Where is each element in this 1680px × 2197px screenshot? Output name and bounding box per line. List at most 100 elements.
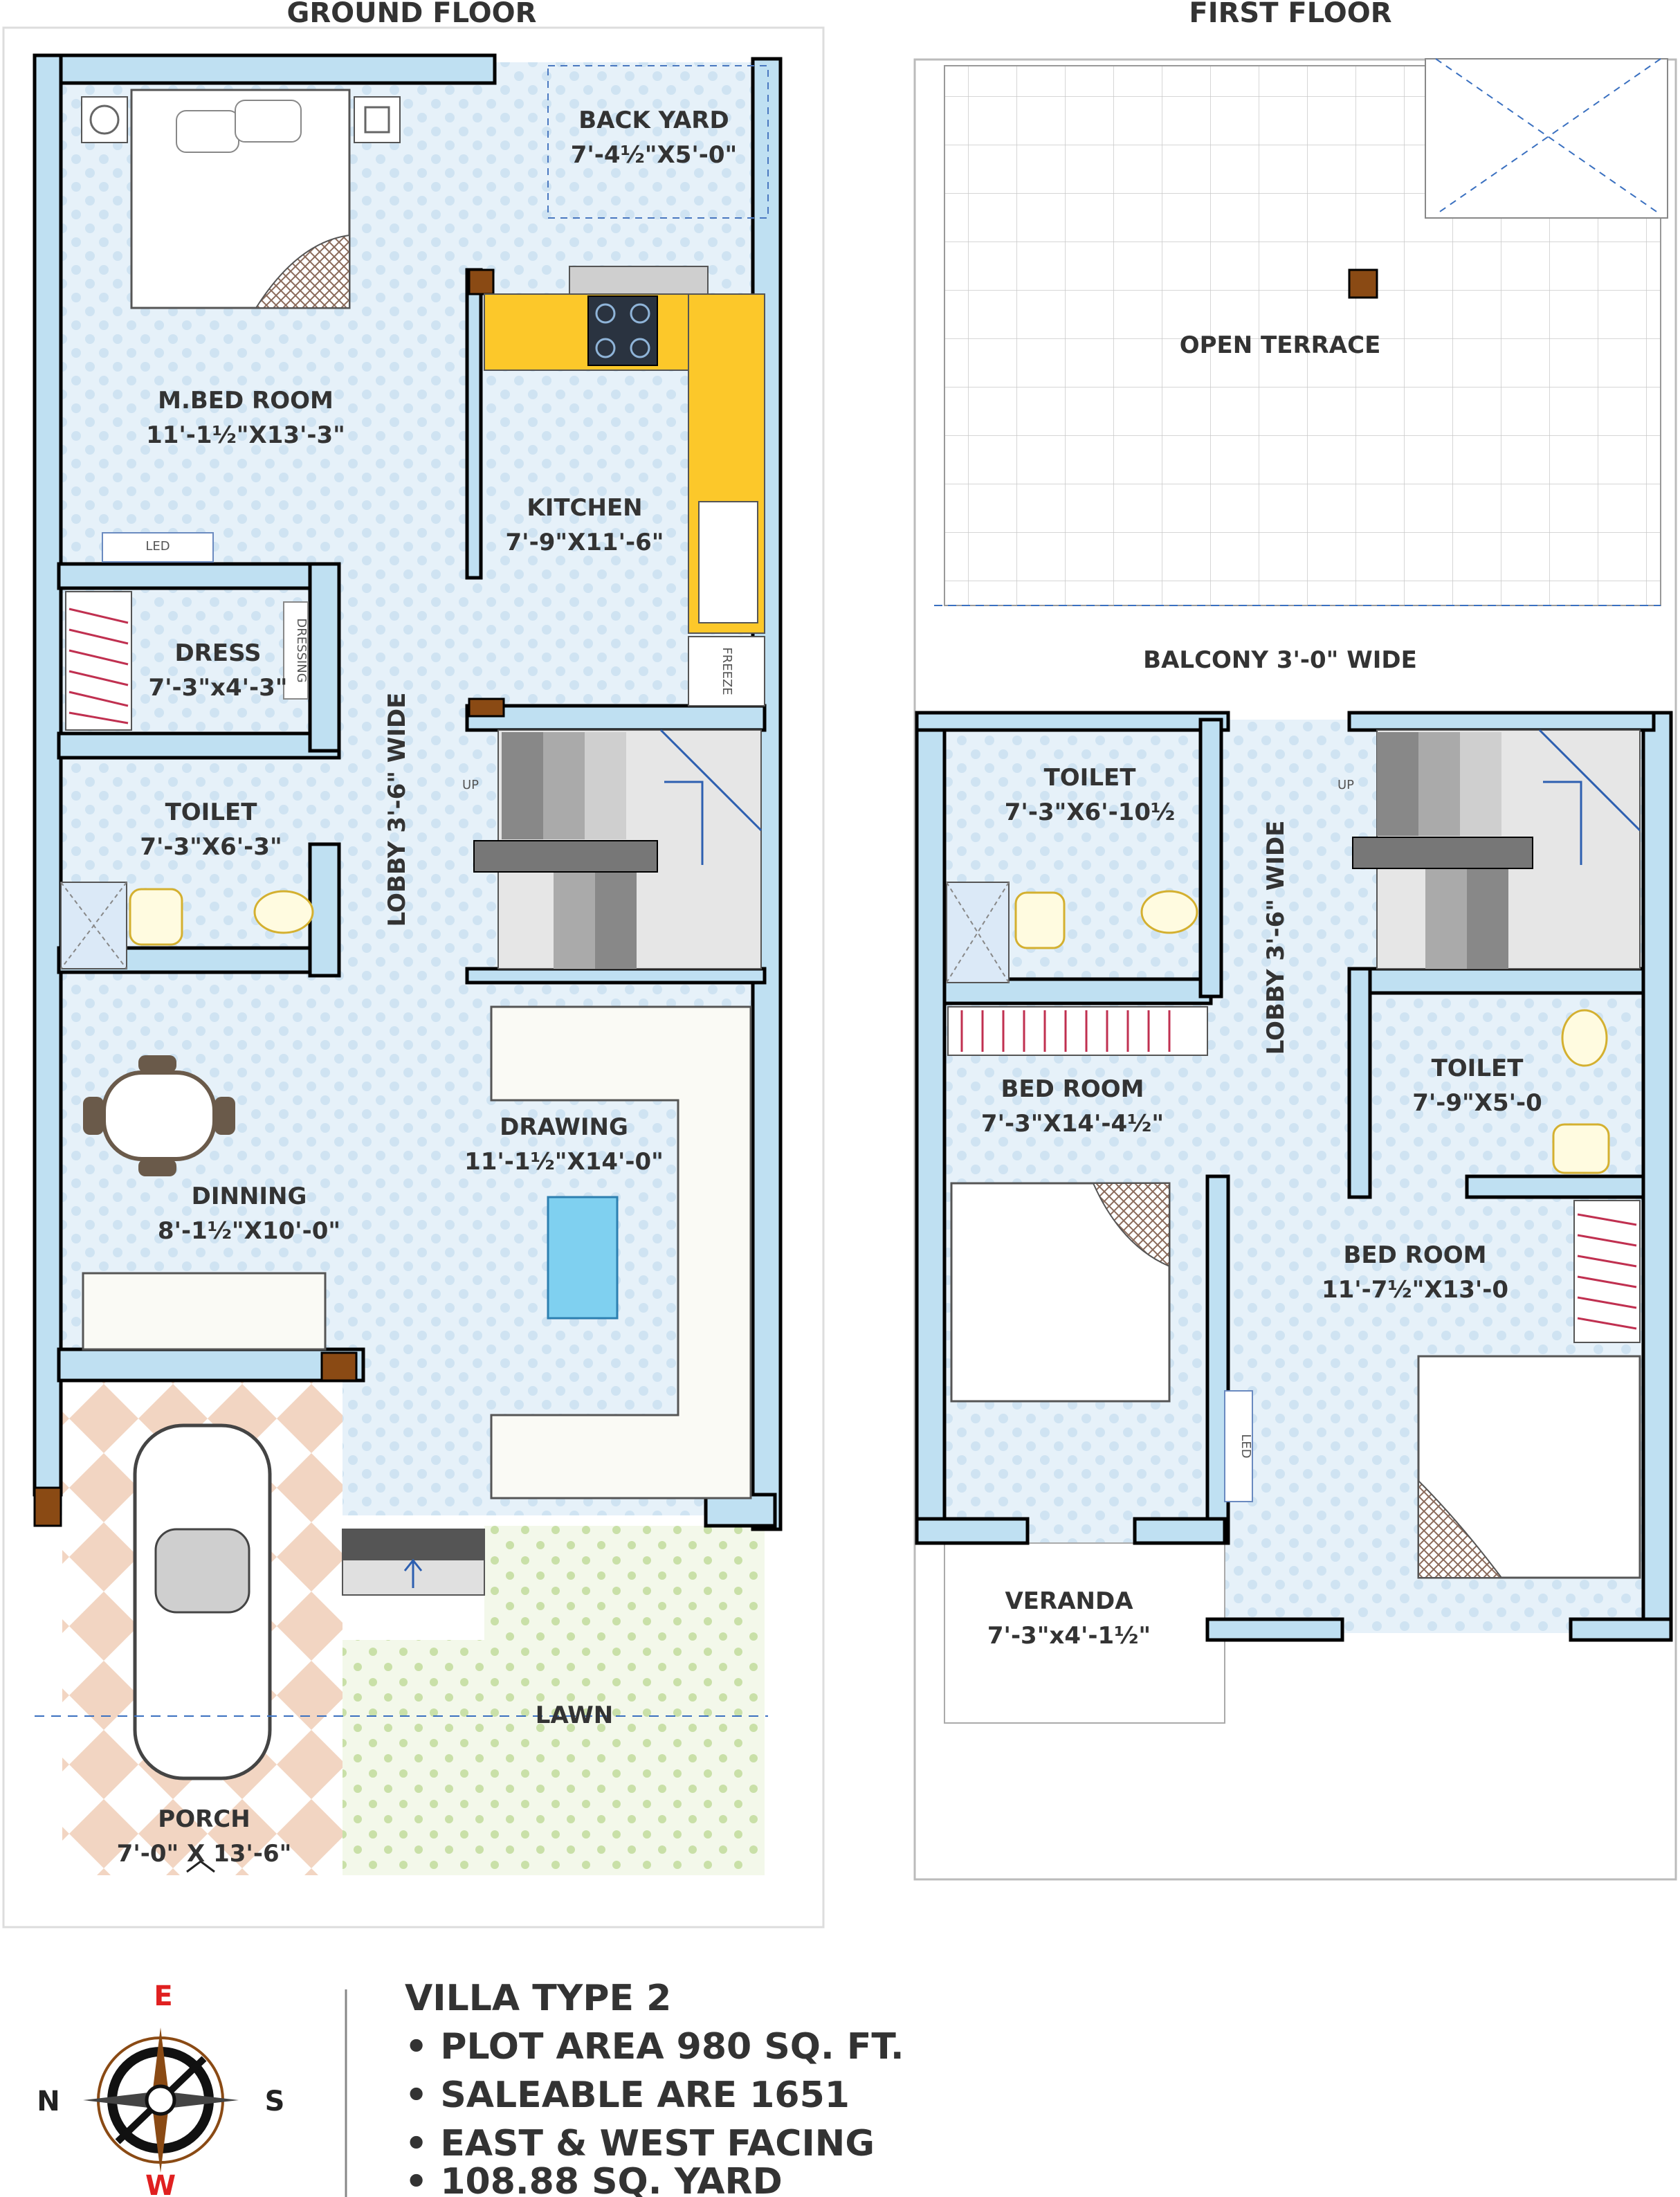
dressing-label: DRESSING <box>294 618 309 682</box>
stair-step <box>543 732 585 839</box>
info-line: • SALEABLE ARE 1651 <box>405 2075 850 2116</box>
mbed-room-size: 11'-1½"X13'-3" <box>146 421 345 449</box>
car-roof-icon <box>154 1528 250 1614</box>
ground-floor: LED FREEZE DRESSING UP <box>33 53 783 1875</box>
kitchen-name: KITCHEN <box>527 494 642 522</box>
stair-arrow-icon <box>659 729 763 865</box>
stair-step <box>1377 732 1418 836</box>
ff-wall-bottom-mid <box>1133 1517 1227 1545</box>
wall-dress-right <box>308 562 341 753</box>
bed-sheet-fold <box>1418 1479 1504 1578</box>
washbasin-icon <box>1552 1123 1610 1174</box>
led-label: LED <box>145 539 170 554</box>
ff-stair-arrow-icon <box>1538 729 1641 865</box>
wall-dress-bottom <box>57 731 341 760</box>
ground-floor-title: GROUND FLOOR <box>287 0 537 29</box>
first-floor-title: FIRST FLOOR <box>1189 0 1391 29</box>
ff-up-label: UP <box>1337 778 1354 792</box>
hangers-icon <box>1577 1213 1637 1330</box>
wall-left <box>33 53 63 1497</box>
phone-icon <box>364 106 390 134</box>
ff-bed2-size: 11'-7½"X13'-0 <box>1322 1276 1508 1304</box>
shower-drain <box>60 882 127 969</box>
ff-toilet2-name: TOILET <box>1432 1055 1524 1082</box>
plan-info: VILLA TYPE 2 • PLOT AREA 980 SQ. FT. • S… <box>405 1978 904 2197</box>
shower-tray <box>946 882 1010 983</box>
toilet-name: TOILET <box>165 799 258 826</box>
toilet-size: 7'-3"X6'-3" <box>140 833 282 861</box>
ff-stair-rail <box>1352 837 1533 869</box>
entrance-step-top <box>343 1529 484 1560</box>
wall-kitchen-bottom <box>465 704 767 732</box>
chair-icon <box>138 1159 176 1176</box>
door-block <box>33 1486 62 1527</box>
info-title: VILLA TYPE 2 <box>405 1978 671 2019</box>
stair-step <box>1425 868 1467 969</box>
door-block <box>320 1351 358 1382</box>
veranda-floor <box>944 1542 1225 1724</box>
ff-wall-bottom-left <box>915 1517 1030 1545</box>
door-block <box>468 268 495 295</box>
dress-size: 7'-3"x4'-3" <box>148 674 287 702</box>
compass-west: W <box>145 2170 176 2197</box>
wc-icon <box>1561 1009 1608 1067</box>
mbed-room-name: M.BED ROOM <box>158 387 334 414</box>
sofa-l-shape <box>490 1005 752 1499</box>
compass-east: E <box>154 1980 172 2012</box>
kitchen-size: 7'-9"X11'-6" <box>506 529 664 556</box>
ff-wall-bottom-bed2-right <box>1569 1617 1673 1642</box>
ff-wall-top-right <box>1347 711 1656 732</box>
burner-icon <box>595 303 616 324</box>
ff-toilet2-size: 7'-9"X5'-0 <box>1412 1089 1542 1117</box>
dressing-table <box>283 601 309 700</box>
pillow <box>176 110 239 153</box>
first-lobby-label: LOBBY 3'-6" WIDE <box>1262 821 1290 1055</box>
dinning-size: 8'-1½"X10'-0" <box>158 1217 340 1245</box>
wardrobe <box>947 1006 1208 1056</box>
pillow <box>235 100 302 143</box>
ff-bed1-name: BED ROOM <box>1001 1075 1144 1103</box>
compass-center <box>145 2084 176 2116</box>
freeze-label: FREEZE <box>720 647 734 695</box>
wall-drawing-bottom-right <box>704 1493 777 1528</box>
chimney <box>569 266 709 295</box>
compass-south: S <box>265 2086 285 2117</box>
ff-wall-toilet2-top <box>1347 967 1645 995</box>
kitchen-left-partition <box>465 268 483 580</box>
lawn-floor-upper <box>484 1526 765 1640</box>
wall-dinning-bottom <box>57 1347 365 1383</box>
first-floor: UP LED OPEN TERRACE BALCONY 3'-0" WIDE T… <box>915 58 1673 1724</box>
led-tv <box>102 532 214 563</box>
bed-sheet-fold <box>255 234 350 309</box>
shaft-cross <box>1435 58 1661 215</box>
sofa-dinning <box>82 1272 327 1351</box>
dining-table <box>102 1070 217 1161</box>
stair-step <box>1460 732 1501 836</box>
lamp-icon <box>89 104 120 135</box>
bed-sheet-fold <box>1092 1183 1170 1268</box>
entry-marker-icon <box>186 1860 215 1873</box>
up-label: UP <box>462 778 479 792</box>
chair-icon <box>83 1097 104 1135</box>
side-table <box>354 96 401 143</box>
coffee-table <box>547 1196 619 1320</box>
stair-step <box>585 732 626 839</box>
wall-stair-bottom <box>465 967 767 985</box>
hangers-icon <box>960 1010 1171 1052</box>
washbasin-icon <box>1014 891 1066 949</box>
stair-landing-rail <box>473 840 658 873</box>
ff-wall-bottom-bed2-left <box>1205 1617 1344 1642</box>
wardrobe <box>65 591 132 731</box>
info-line: • EAST & WEST FACING <box>405 2123 875 2164</box>
chair-icon <box>214 1097 235 1135</box>
info-line: • 108.88 SQ. YARD <box>405 2161 783 2197</box>
sink-icon <box>698 501 758 623</box>
dress-name: DRESS <box>174 639 261 667</box>
stair-step <box>554 872 595 969</box>
compass-north: N <box>37 2086 60 2117</box>
info-line: • PLOT AREA 980 SQ. FT. <box>405 2026 904 2068</box>
ff-wall-left <box>915 711 947 1545</box>
ff-wall-toilet1-right <box>1198 718 1223 999</box>
dinning-name: DINNING <box>192 1183 307 1210</box>
